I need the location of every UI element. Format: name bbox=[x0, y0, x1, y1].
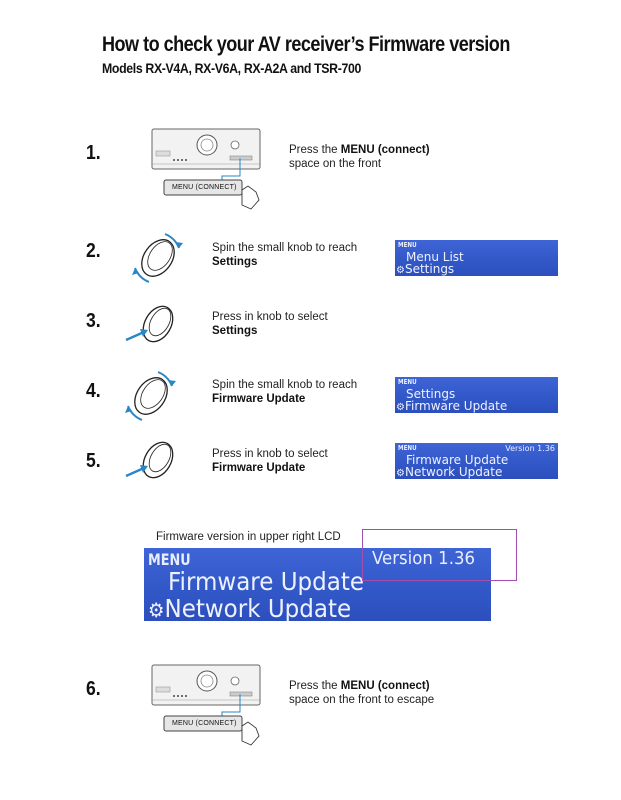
page-title: How to check your AV receiver’s Firmware… bbox=[102, 33, 510, 56]
menu-connect-button-label: MENU (CONNECT) bbox=[172, 720, 237, 727]
step-1-number: 1. bbox=[86, 142, 101, 164]
settings-icon: ⚙ bbox=[148, 598, 165, 621]
knob-spin-icon bbox=[125, 371, 176, 421]
receiver-front-icon bbox=[151, 664, 261, 746]
step-6-text: Press the MENU (connect) space on the fr… bbox=[289, 680, 435, 706]
settings-icon: ⚙ bbox=[396, 265, 405, 276]
step-5-number: 5. bbox=[86, 450, 101, 472]
lcd-display-step-4: MENU Settings ⚙Firmware Update bbox=[395, 377, 558, 413]
knob-press-icon bbox=[125, 441, 174, 479]
settings-icon: ⚙ bbox=[396, 402, 405, 413]
menu-connect-button-label: MENU (CONNECT) bbox=[172, 184, 237, 191]
settings-icon: ⚙ bbox=[396, 468, 405, 479]
firmware-version-readout: Version 1.36 bbox=[372, 548, 476, 569]
page-subtitle: Models RX-V4A, RX-V6A, RX-A2A and TSR-70… bbox=[102, 60, 361, 76]
lcd-display-step-5: MENU Version 1.36 Firmware Update ⚙Netwo… bbox=[395, 443, 558, 479]
callout-label: Firmware version in upper right LCD bbox=[156, 531, 341, 543]
step-1-text: Press the MENU (connect) space on the fr… bbox=[289, 144, 430, 170]
step-2-number: 2. bbox=[86, 240, 101, 262]
lcd-display-step-2: MENU Menu List ⚙Settings bbox=[395, 240, 558, 276]
knob-spin-icon bbox=[132, 233, 183, 283]
step-4-number: 4. bbox=[86, 380, 101, 402]
version-highlight-box bbox=[362, 529, 517, 581]
step-6-number: 6. bbox=[86, 678, 101, 700]
receiver-front-icon bbox=[151, 128, 261, 210]
lcd-display-zoomed: MENU Version 1.36 Firmware Update ⚙Netwo… bbox=[144, 548, 491, 621]
knob-press-icon bbox=[125, 305, 174, 343]
step-3-number: 3. bbox=[86, 310, 101, 332]
